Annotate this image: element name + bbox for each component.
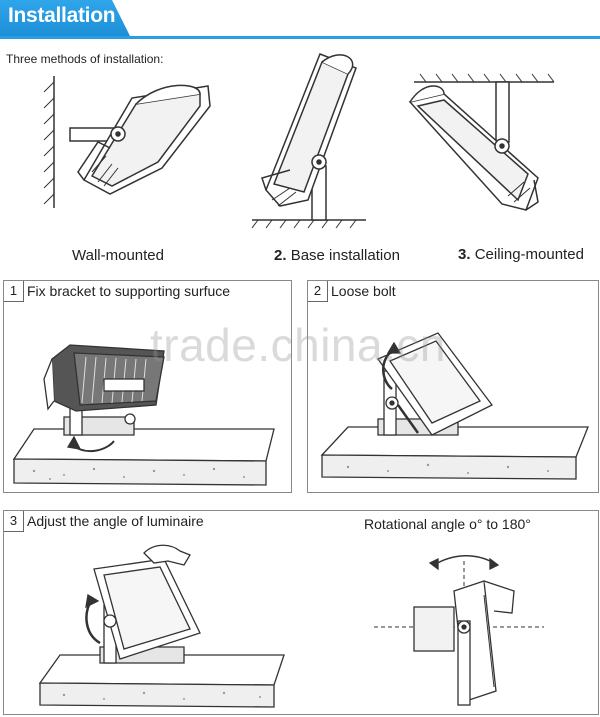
method-label-base-installation: 2. Base installation: [274, 247, 400, 264]
step-panel-2: 2 Loose bolt: [307, 280, 599, 493]
header-underline: [0, 36, 600, 39]
loose-bolt-illustration: [320, 332, 589, 480]
step-number: 1: [4, 281, 24, 302]
fix-bracket-illustration: [12, 344, 275, 486]
step-number: 2: [308, 281, 328, 302]
step-panel-3: 3 Adjust the angle of luminaire: [3, 510, 599, 715]
method-label-ceiling-mounted: 3. Ceiling-mounted: [458, 246, 584, 263]
rotation-angle-label: Rotational angle o° to 180°: [364, 516, 531, 532]
step-panel-1: 1 Fix bracket to supporting surfuce: [3, 280, 292, 493]
base-installation-illustration: [251, 53, 366, 229]
ceiling-mounted-illustration: [408, 73, 555, 211]
step-title: Loose bolt: [331, 283, 396, 299]
step-title: Fix bracket to supporting surfuce: [27, 283, 231, 299]
adjust-angle-illustration: [38, 544, 285, 708]
step-title: Adjust the angle of luminaire: [27, 513, 204, 529]
intro-text: Three methods of installation:: [6, 52, 164, 66]
step-number: 3: [4, 511, 24, 532]
section-title: Installation: [8, 4, 116, 27]
wall-mounted-illustration: [43, 76, 211, 208]
section-header: Installation: [0, 0, 600, 42]
header-tab: [0, 0, 130, 36]
rotation-diagram: [374, 555, 544, 707]
watermark: trade.china.cn: [150, 319, 446, 371]
method-label-wall-mounted: Wall-mounted: [72, 247, 164, 264]
